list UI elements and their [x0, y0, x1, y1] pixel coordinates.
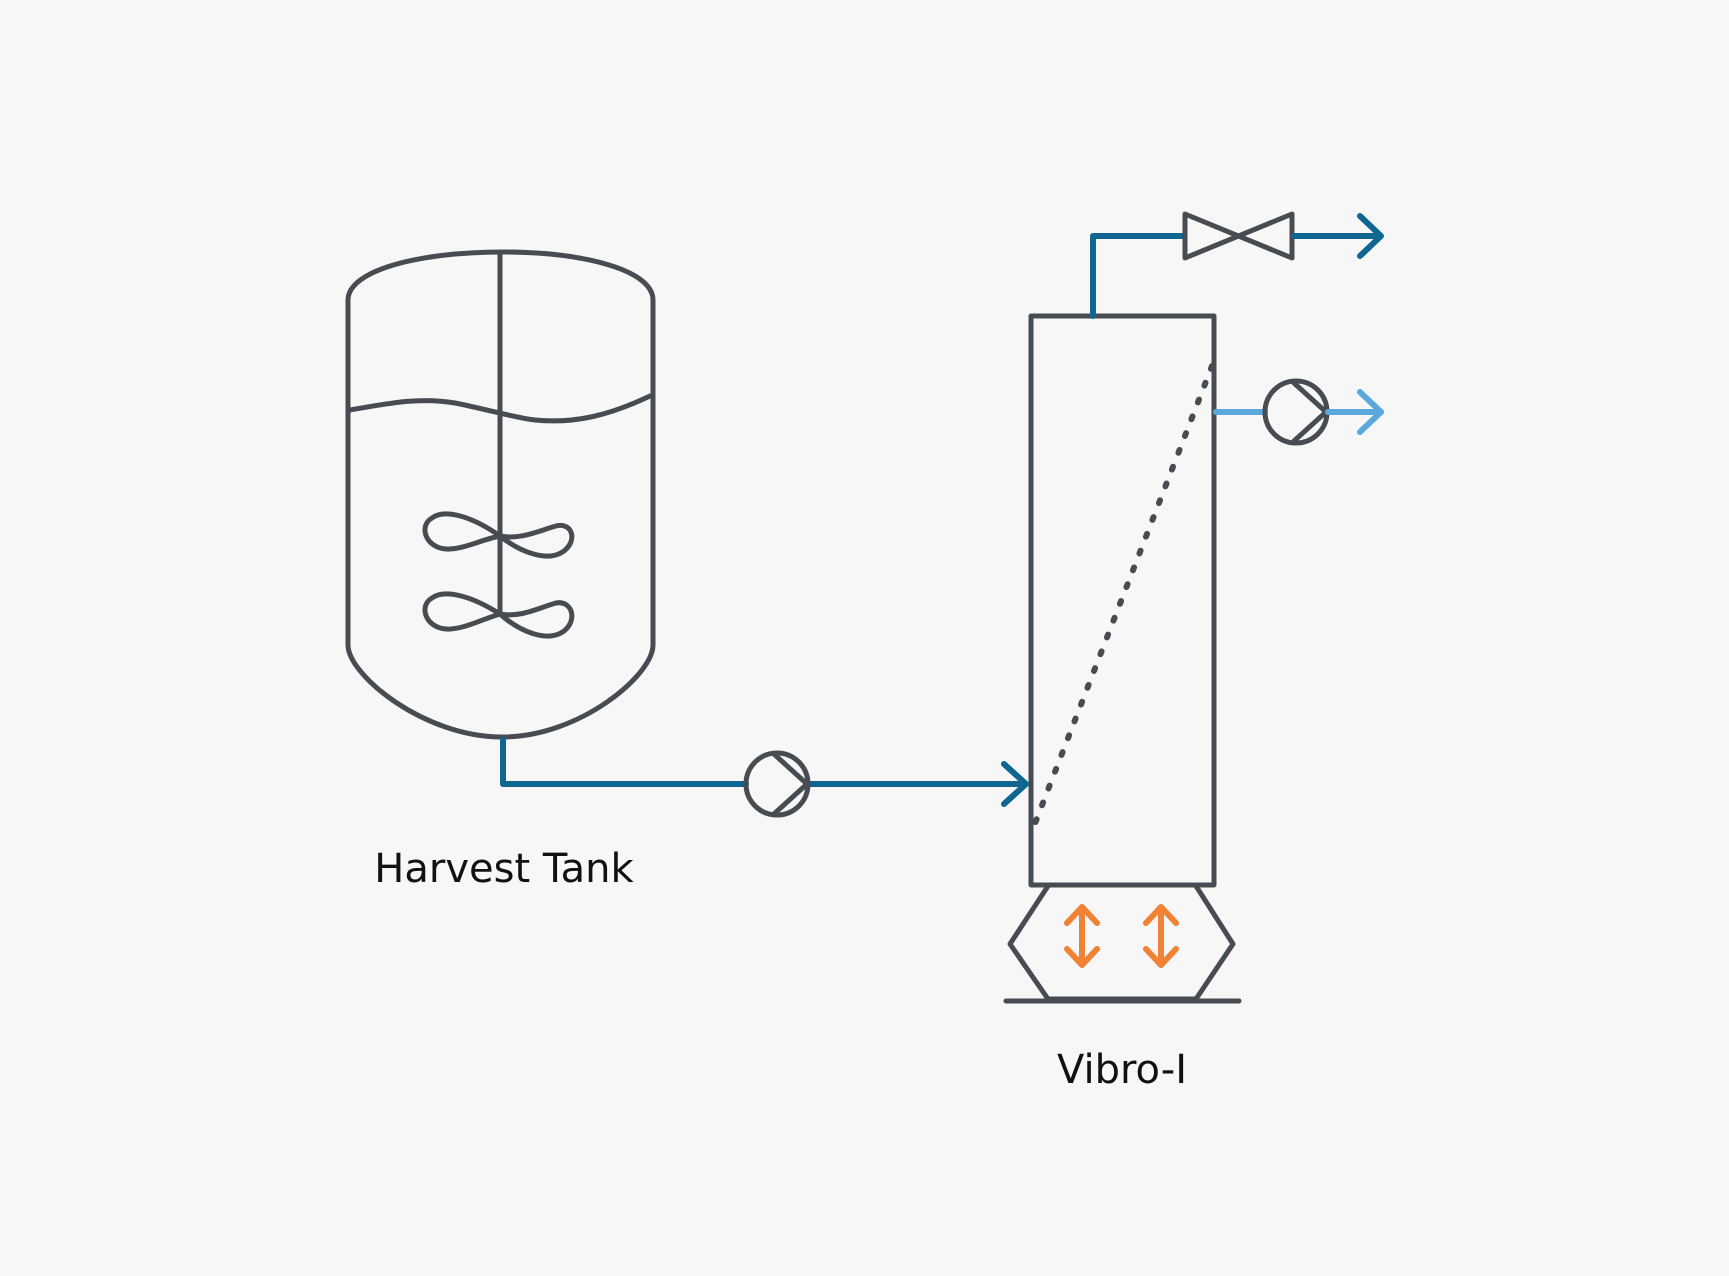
filter-membrane-dotted [1031, 363, 1215, 829]
retentate-line [1090, 233, 1186, 319]
filter-column [1028, 313, 1217, 888]
permeate-pump [1262, 378, 1330, 446]
gate-valve-icon [1182, 211, 1295, 261]
vibration-drive-housing [1007, 883, 1236, 1002]
vibration-arrow-left [1064, 904, 1100, 968]
harvest-tank [345, 249, 656, 740]
upper-impeller [422, 511, 575, 559]
vibration-arrow-right [1143, 904, 1179, 968]
feed-arrow-head [1001, 761, 1029, 807]
retentate-arrow-head [1357, 213, 1384, 259]
permeate-arrow-head [1357, 389, 1384, 435]
vibro-label: Vibro-I [1057, 1047, 1187, 1093]
harvest-tank-label: Harvest Tank [374, 846, 634, 892]
vibration-drive [1003, 883, 1242, 1004]
pump-icon [743, 750, 811, 818]
retentate-valve [1182, 211, 1295, 261]
lower-impeller [422, 591, 575, 639]
tank-vessel-outline [345, 249, 656, 740]
feed-pump [743, 750, 811, 818]
pump-icon [1262, 378, 1330, 446]
feed-line-tank-outlet [500, 737, 749, 787]
